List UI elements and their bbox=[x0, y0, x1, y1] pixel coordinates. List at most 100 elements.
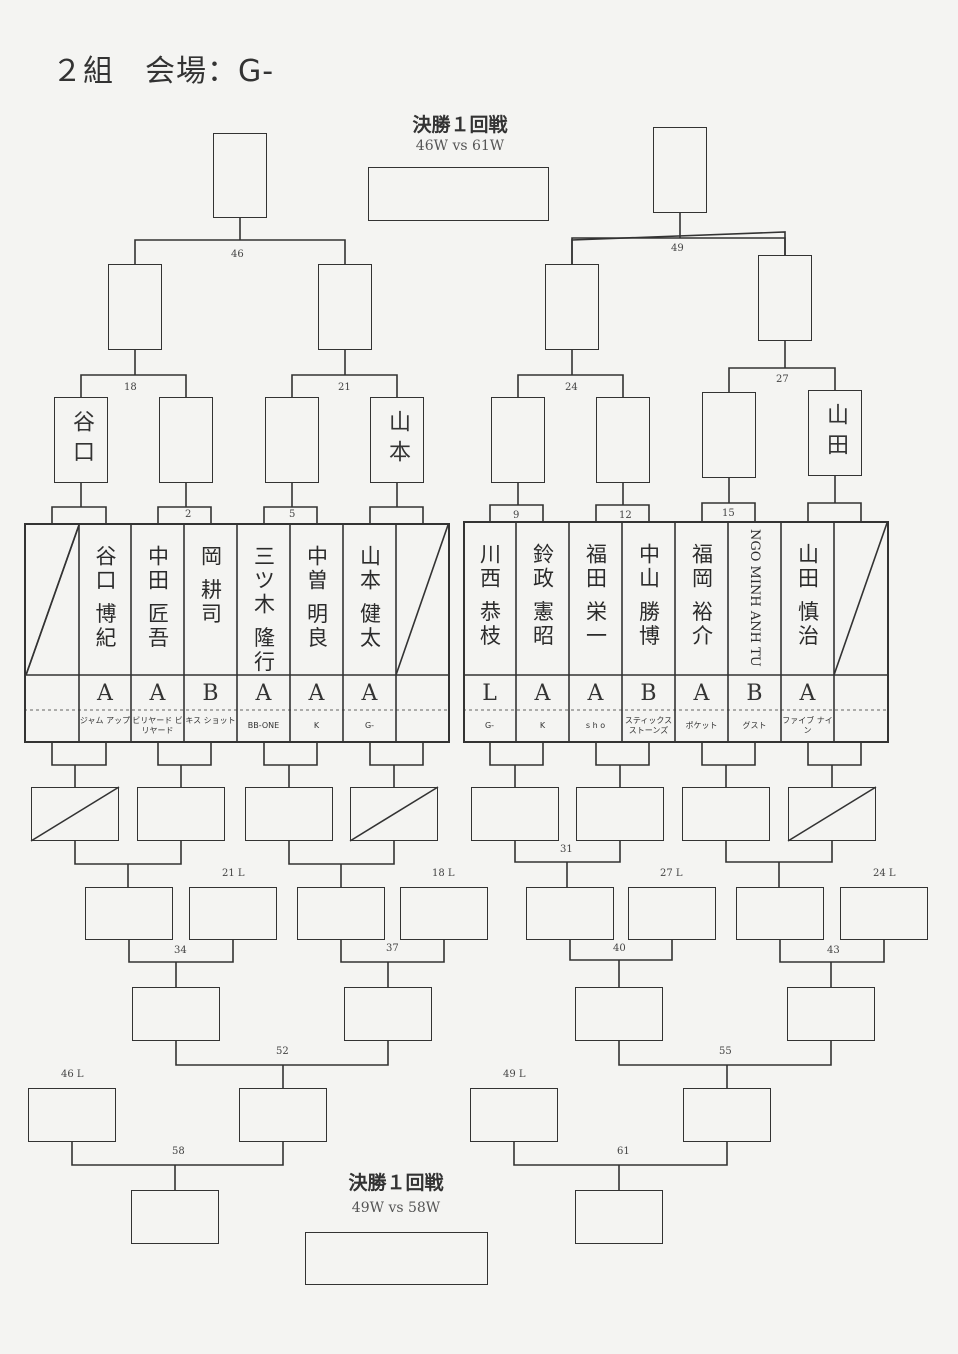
slot-loser-w61[interactable] bbox=[575, 1190, 663, 1244]
slot-loser-r3[interactable] bbox=[575, 987, 663, 1041]
player-club: スティックス ストーンズ bbox=[624, 716, 673, 735]
player-rank: A bbox=[693, 681, 710, 706]
loser-label: 49 L bbox=[503, 1069, 526, 1080]
slot-loser-r1[interactable] bbox=[788, 787, 876, 841]
slot-loser-r1[interactable] bbox=[350, 787, 438, 841]
slot-loser-46L[interactable] bbox=[28, 1088, 116, 1142]
player-name-cell: NGO MINH ANH TU bbox=[747, 529, 762, 667]
bye-slash bbox=[395, 524, 449, 676]
slot-seed-taniguchi[interactable] bbox=[54, 397, 108, 483]
slot-w46-winner[interactable] bbox=[213, 133, 267, 218]
player-name-cell: 中曽 明良 bbox=[304, 545, 329, 651]
slot-w2-winner[interactable] bbox=[159, 397, 213, 483]
bracket-connector bbox=[157, 743, 212, 766]
bracket-connector bbox=[618, 1041, 832, 1066]
slot-w49-winner[interactable] bbox=[653, 127, 707, 213]
slot-w18-winner[interactable] bbox=[108, 264, 162, 350]
slot-loser-r1[interactable] bbox=[576, 787, 664, 841]
match-number: 34 bbox=[174, 945, 187, 956]
slot-loser-r2[interactable] bbox=[400, 887, 488, 940]
slot-loser-49L[interactable] bbox=[470, 1088, 558, 1142]
player-club: ポケット bbox=[685, 721, 718, 730]
bracket-connector bbox=[728, 367, 836, 392]
player-club: K bbox=[313, 721, 320, 730]
player-name-cell: 中山 勝博 bbox=[636, 543, 661, 649]
player-table-left bbox=[24, 523, 450, 743]
match-number: 52 bbox=[276, 1046, 289, 1057]
slot-loser-w58[interactable] bbox=[131, 1190, 219, 1244]
slot-loser-w55[interactable] bbox=[683, 1088, 771, 1142]
final-top-result-box[interactable] bbox=[368, 167, 549, 221]
bracket-connector bbox=[175, 1041, 389, 1066]
slot-loser-r3[interactable] bbox=[344, 987, 432, 1041]
player-rank: A bbox=[255, 681, 272, 706]
slot-loser-r3[interactable] bbox=[132, 987, 220, 1041]
player-rank: A bbox=[97, 681, 113, 706]
bracket-connector bbox=[71, 1142, 284, 1166]
bracket-connector bbox=[263, 506, 318, 523]
match-number: 9 bbox=[513, 510, 520, 521]
slot-w24-winner[interactable] bbox=[545, 264, 599, 350]
bracket-connector bbox=[51, 506, 107, 523]
player-name-cell: 鈴政 憲昭 bbox=[530, 543, 555, 649]
match-number: 49 bbox=[671, 243, 684, 254]
player-name-cell: 山本 健太 bbox=[357, 545, 382, 651]
loser-label: 24 L bbox=[873, 868, 896, 879]
slot-w15-winner[interactable] bbox=[702, 392, 756, 478]
slot-loser-r1[interactable] bbox=[245, 787, 333, 841]
slot-w5-winner[interactable] bbox=[265, 397, 319, 483]
slot-loser-r2[interactable] bbox=[189, 887, 277, 940]
bye-slash bbox=[30, 786, 120, 842]
slot-w21-winner[interactable] bbox=[318, 264, 372, 350]
final-bottom-result-box[interactable] bbox=[305, 1232, 488, 1285]
bracket-connector bbox=[595, 743, 650, 766]
player-club: BB-ONE bbox=[247, 721, 280, 730]
match-number: 40 bbox=[613, 943, 626, 954]
slot-seed-yamada[interactable] bbox=[808, 390, 862, 476]
slot-loser-r3[interactable] bbox=[787, 987, 875, 1041]
bracket-connector bbox=[369, 743, 424, 766]
slot-loser-r2[interactable] bbox=[85, 887, 173, 940]
bracket-connector bbox=[571, 237, 786, 264]
slot-loser-w52[interactable] bbox=[239, 1088, 327, 1142]
player-rank: B bbox=[640, 681, 657, 706]
bye-slash bbox=[25, 524, 80, 676]
player-club: ビリヤード ビリヤード bbox=[132, 716, 183, 735]
match-number: 27 bbox=[776, 374, 789, 385]
player-rank: A bbox=[308, 681, 325, 706]
slot-loser-r2[interactable] bbox=[297, 887, 385, 940]
slot-loser-r1[interactable] bbox=[471, 787, 559, 841]
bracket-connector bbox=[517, 374, 624, 397]
player-club: s h o bbox=[585, 721, 606, 730]
player-club: キス ショット bbox=[185, 716, 236, 725]
slot-w27-winner[interactable] bbox=[758, 255, 812, 341]
player-club: K bbox=[539, 721, 546, 730]
slot-seed-yamamoto[interactable] bbox=[370, 397, 424, 483]
slot-loser-r2[interactable] bbox=[736, 887, 824, 940]
loser-label: 21 L bbox=[222, 868, 245, 879]
bracket-connector bbox=[128, 940, 234, 963]
slot-loser-r2[interactable] bbox=[526, 887, 614, 940]
bracket-connector bbox=[807, 743, 862, 766]
slot-loser-r1[interactable] bbox=[31, 787, 119, 841]
match-number: 55 bbox=[719, 1046, 732, 1057]
slot-loser-r1[interactable] bbox=[682, 787, 770, 841]
seed-name-2: 山本 bbox=[385, 410, 410, 470]
bracket-connector bbox=[51, 743, 107, 766]
player-name-cell: 福田 栄一 bbox=[583, 543, 608, 649]
slot-w9-winner[interactable] bbox=[491, 397, 545, 483]
slot-loser-r2[interactable] bbox=[840, 887, 928, 940]
slot-w12-winner[interactable] bbox=[596, 397, 650, 483]
match-number: 46 bbox=[231, 249, 244, 260]
final-top-heading: 決勝１回戦 bbox=[412, 114, 508, 136]
slot-loser-r1[interactable] bbox=[137, 787, 225, 841]
player-club: ジャム アップ bbox=[79, 716, 131, 725]
match-number: 21 bbox=[338, 382, 351, 393]
slot-loser-r2[interactable] bbox=[628, 887, 716, 940]
bracket-connector bbox=[369, 506, 424, 523]
bracket-connector bbox=[807, 502, 862, 521]
match-number: 61 bbox=[617, 1146, 630, 1157]
bracket-connector bbox=[489, 743, 544, 766]
